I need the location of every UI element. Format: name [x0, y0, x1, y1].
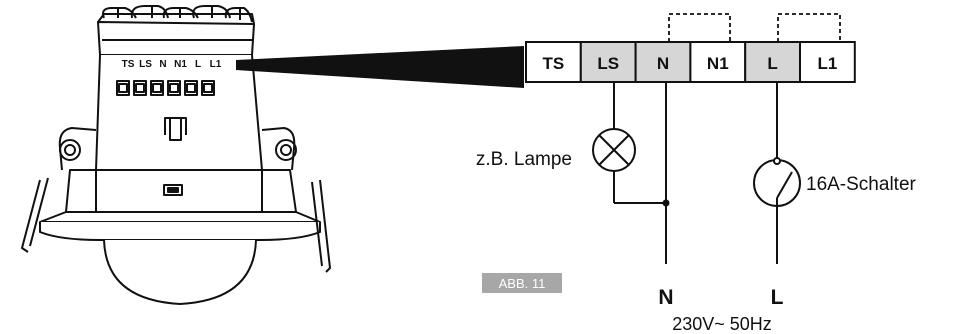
device-terminal-label: N — [159, 59, 166, 70]
device-terminal-label: LS — [139, 59, 152, 70]
wires — [613, 82, 778, 264]
device-terminal-label: TS — [122, 59, 135, 70]
terminal-cell — [579, 41, 637, 83]
svg-text:ABB. 11: ABB. 11 — [499, 276, 546, 291]
figure-badge: ABB. 11 — [482, 273, 562, 293]
bridge-n-n1 — [668, 13, 731, 42]
terminal-cell — [634, 41, 692, 83]
device-terminal-label: L1 — [210, 59, 222, 70]
junction-dot-n — [662, 199, 670, 207]
switch-symbol — [753, 157, 801, 207]
terminal-windows — [116, 80, 215, 96]
lamp-symbol — [592, 128, 636, 172]
terminal-label: L — [767, 54, 777, 73]
terminal-block: TS LS N N1 L L1 — [525, 41, 856, 83]
device-terminal-labels: TS LS N N1 L L1 — [122, 59, 222, 70]
device-terminal-label: N1 — [174, 59, 187, 70]
motion-detector-device — [21, 5, 331, 305]
terminal-label: TS — [543, 54, 565, 73]
terminal-label: N1 — [707, 54, 729, 73]
terminal-cell — [689, 41, 747, 83]
terminal-cell — [744, 41, 802, 83]
neutral-label: N — [658, 286, 673, 309]
terminal-label: L1 — [817, 54, 837, 73]
bridge-l-l1 — [777, 13, 841, 42]
switch-label: 16A-Schalter — [806, 174, 917, 195]
callout-wedge — [236, 46, 524, 88]
terminal-label: N — [657, 54, 669, 73]
live-label: L — [771, 286, 784, 309]
supply-label: 230V~ 50Hz — [672, 314, 772, 334]
terminal-cell — [525, 41, 582, 83]
screw-terminals — [97, 5, 255, 25]
terminal-label: LS — [597, 54, 619, 73]
lamp-label: z.B. Lampe — [476, 149, 572, 170]
device-terminal-label: L — [195, 59, 201, 70]
terminal-cell — [799, 41, 856, 83]
